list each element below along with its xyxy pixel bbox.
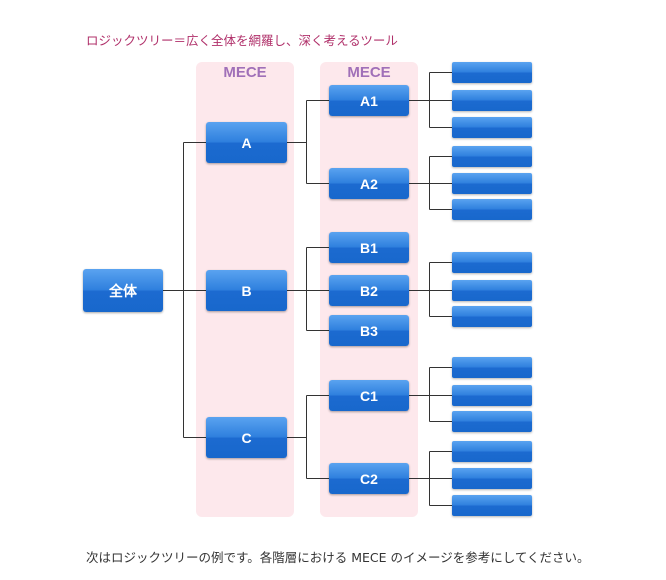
- node-b1: B1: [329, 232, 409, 263]
- leaf-a2-1: [452, 146, 532, 167]
- mece-band-title: MECE: [347, 64, 391, 81]
- connector-c2: [409, 451, 452, 506]
- mece-band-title: MECE: [223, 64, 267, 81]
- diagram-heading: ロジックツリー＝広く全体を網羅し、深く考えるツール: [86, 33, 398, 48]
- leaf-a2-3: [452, 199, 532, 220]
- connector-b: [287, 247, 329, 331]
- leaf-a1-2: [452, 90, 532, 111]
- node-b2: B2: [329, 275, 409, 306]
- node-a2: A2: [329, 168, 409, 199]
- leaf-a1-1: [452, 62, 532, 83]
- node-c1: C1: [329, 380, 409, 411]
- leaf-b2-2: [452, 280, 532, 301]
- node-a1: A1: [329, 85, 409, 116]
- leaf-c2-1: [452, 441, 532, 462]
- leaf-a1-3: [452, 117, 532, 138]
- node-c: C: [206, 417, 287, 458]
- node-a: A: [206, 122, 287, 163]
- node-c2: C2: [329, 463, 409, 494]
- connector-root: [163, 142, 206, 438]
- connector-c1: [409, 367, 452, 422]
- connector-c: [287, 395, 329, 479]
- leaf-c2-3: [452, 495, 532, 516]
- leaf-c2-2: [452, 468, 532, 489]
- leaf-a2-2: [452, 173, 532, 194]
- diagram-caption: 次はロジックツリーの例です。各階層における MECE のイメージを参考にしてくだ…: [86, 550, 590, 565]
- connector-a: [287, 100, 329, 184]
- leaf-c1-2: [452, 385, 532, 406]
- leaf-c1-1: [452, 357, 532, 378]
- connector-a2: [409, 156, 452, 210]
- node-b: B: [206, 270, 287, 311]
- leaf-c1-3: [452, 411, 532, 432]
- leaf-b2-3: [452, 306, 532, 327]
- node-root: 全体: [83, 269, 163, 312]
- connector-a1: [409, 72, 452, 128]
- leaf-b2-1: [452, 252, 532, 273]
- connector-b2: [409, 262, 452, 317]
- node-b3: B3: [329, 315, 409, 346]
